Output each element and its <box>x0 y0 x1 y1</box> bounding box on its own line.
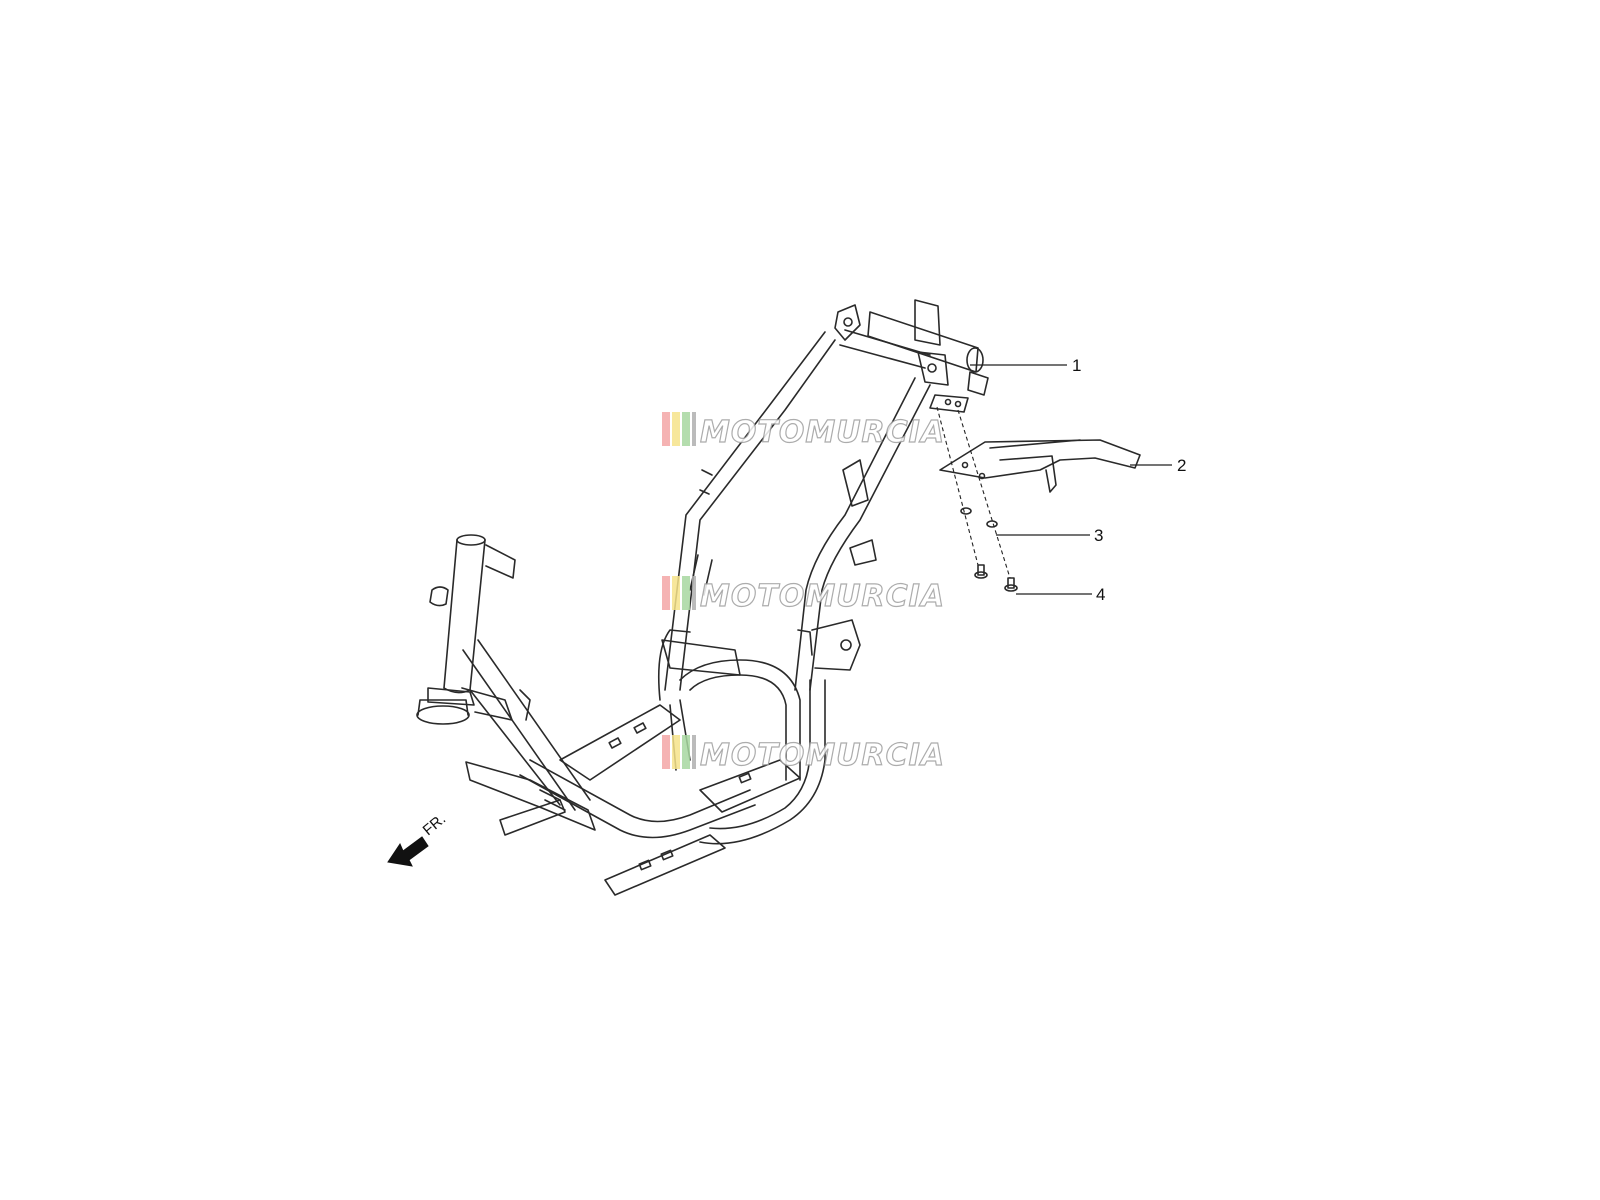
watermark-text-2: MOTOMURCIA <box>700 579 945 614</box>
watermark-3: MOTOMURCIA <box>662 735 945 774</box>
watermark-text-1: MOTOMURCIA <box>700 415 945 450</box>
watermark-1: MOTOMURCIA <box>662 412 945 451</box>
callout-label-4: 4 <box>1096 585 1105 604</box>
front-direction-indicator: FR. <box>387 811 449 867</box>
assembly-line-right <box>957 409 1011 579</box>
callout-label-2: 2 <box>1177 456 1186 475</box>
front-direction-label: FR. <box>420 811 449 840</box>
callout-label-1: 1 <box>1072 356 1081 375</box>
part-4-bolts <box>974 564 1018 592</box>
assembly-line-left <box>936 406 979 566</box>
watermark-2: MOTOMURCIA <box>662 576 945 615</box>
scooter-frame <box>416 299 989 896</box>
part-3-washers <box>960 507 998 528</box>
part-2-bracket <box>939 439 1141 493</box>
callout-leaders <box>970 364 1172 595</box>
watermark-text-3: MOTOMURCIA <box>700 738 945 773</box>
arrow-front-icon <box>387 836 429 867</box>
callout-label-3: 3 <box>1094 526 1103 545</box>
